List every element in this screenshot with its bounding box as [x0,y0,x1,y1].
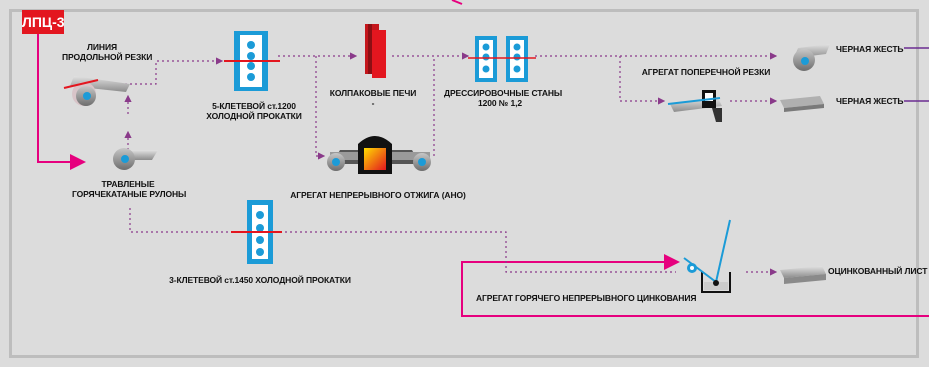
cross-cut-label: АГРЕГАТ ПОПЕРЕЧНОЙ РЕЗКИ [641,67,771,77]
black-plate-coil-icon [793,44,830,71]
mill-1200-icon [224,31,280,91]
temper-mills-label: ДРЕССИРОВОЧНЫЕ СТАНЫ 1200 № 1,2 [444,88,563,108]
pickled-coils-icon [113,148,158,170]
mill-1200-title: 5-КЛЕТЕВОЙ ст.1200 [212,101,296,111]
mill-1200-subtitle: ХОЛОДНОЙ ПРОКАТКИ [206,111,302,121]
temper-mills-icon [468,36,536,82]
pickled-coils-label: ТРАВЛЕНЫЕ ГОРЯЧЕКАТАНЫЕ РУЛОНЫ [72,179,187,199]
bell-furnace-icon [365,24,386,78]
workshop-badge: ЛПЦ-3 [22,10,65,34]
temper-mills-title: ДРЕССИРОВОЧНЫЕ СТАНЫ [444,88,563,98]
slitting-line-label: ЛИНИЯ ПРОДОЛЬНОЙ РЕЗКИ [62,42,153,62]
slitting-line-icon [63,76,130,106]
annealing-line-icon [327,136,431,174]
bell-furnaces-title: КОЛПАКОВЫЕ ПЕЧИ [329,88,417,98]
mill-1450-icon [231,200,282,264]
galvanizing-icon [683,219,731,293]
galvanized-sheet-label: ОЦИНКОВАННЫЙ ЛИСТ [828,266,928,276]
mill-1200-label: 5-КЛЕТЕВОЙ ст.1200 ХОЛОДНОЙ ПРОКАТКИ [200,101,308,121]
black-plate-label-2: ЧЕРНАЯ ЖЕСТЬ [836,96,904,106]
dotted-flow-lines [110,52,778,276]
diagram-frame [9,9,919,358]
magenta-input-line-top [37,0,463,170]
exit-lines [904,47,929,102]
magenta-input-line-bottom [461,254,929,317]
galvanizing-label: АГРЕГАТ ГОРЯЧЕГО НЕПРЕРЫВНОГО ЦИНКОВАНИЯ [476,293,697,303]
bell-furnaces-label: КОЛПАКОВЫЕ ПЕЧИ - [328,88,418,108]
slitting-line-title: ЛИНИЯ [87,42,117,52]
slitting-line-subtitle: ПРОДОЛЬНОЙ РЕЗКИ [62,52,153,62]
black-plate-sheets-icon [780,96,824,112]
cross-cut-icon [667,90,722,122]
pickled-coils-subtitle: ГОРЯЧЕКАТАНЫЕ РУЛОНЫ [72,189,187,199]
annealing-line-label: АГРЕГАТ НЕПРЕРЫВНОГО ОТЖИГА (АНО) [290,190,466,200]
bell-furnaces-subtitle: - [371,98,375,108]
pickled-coils-title: ТРАВЛЕНЫЕ [101,179,155,189]
black-plate-label-1: ЧЕРНАЯ ЖЕСТЬ [836,44,904,54]
mill-1450-label: 3-КЛЕТЕВОЙ ст.1450 ХОЛОДНОЙ ПРОКАТКИ [169,275,351,285]
galvanized-sheet-stack-icon [780,266,826,284]
temper-mills-subtitle: 1200 № 1,2 [478,98,522,108]
